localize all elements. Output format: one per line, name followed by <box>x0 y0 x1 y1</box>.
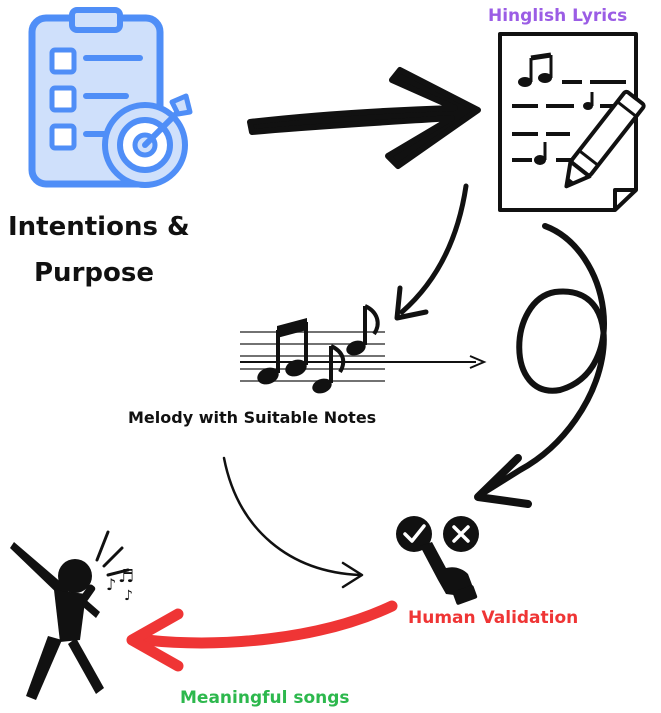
arrow-intentions-to-lyrics <box>247 67 481 169</box>
music-notes-staff-icon <box>240 304 487 394</box>
music-sheet-pencil-icon <box>498 32 646 212</box>
svg-text:♪: ♪ <box>106 575 116 594</box>
arrow-melody-to-validation <box>222 456 364 589</box>
intentions-label-line1: Intentions & <box>8 212 190 242</box>
arrow-validation-to-songs <box>126 600 398 672</box>
singer-icon: ♪ ♬ ♪ <box>10 530 134 700</box>
melody-label: Melody with Suitable Notes <box>128 408 377 427</box>
intentions-label: Intentions & Purpose <box>8 204 190 296</box>
intentions-label-line2: Purpose <box>34 258 154 288</box>
lyrics-label: Hinglish Lyrics <box>488 6 628 26</box>
svg-text:♬: ♬ <box>118 566 134 587</box>
arrow-lyrics-to-melody <box>394 183 469 321</box>
validation-label: Human Validation <box>408 608 579 628</box>
arrow-lyrics-to-validation <box>474 223 607 508</box>
checklist-target-icon <box>28 7 193 188</box>
svg-text:♪: ♪ <box>124 588 133 604</box>
hand-check-cross-icon <box>396 516 479 605</box>
songs-label: Meaningful songs <box>180 688 350 708</box>
